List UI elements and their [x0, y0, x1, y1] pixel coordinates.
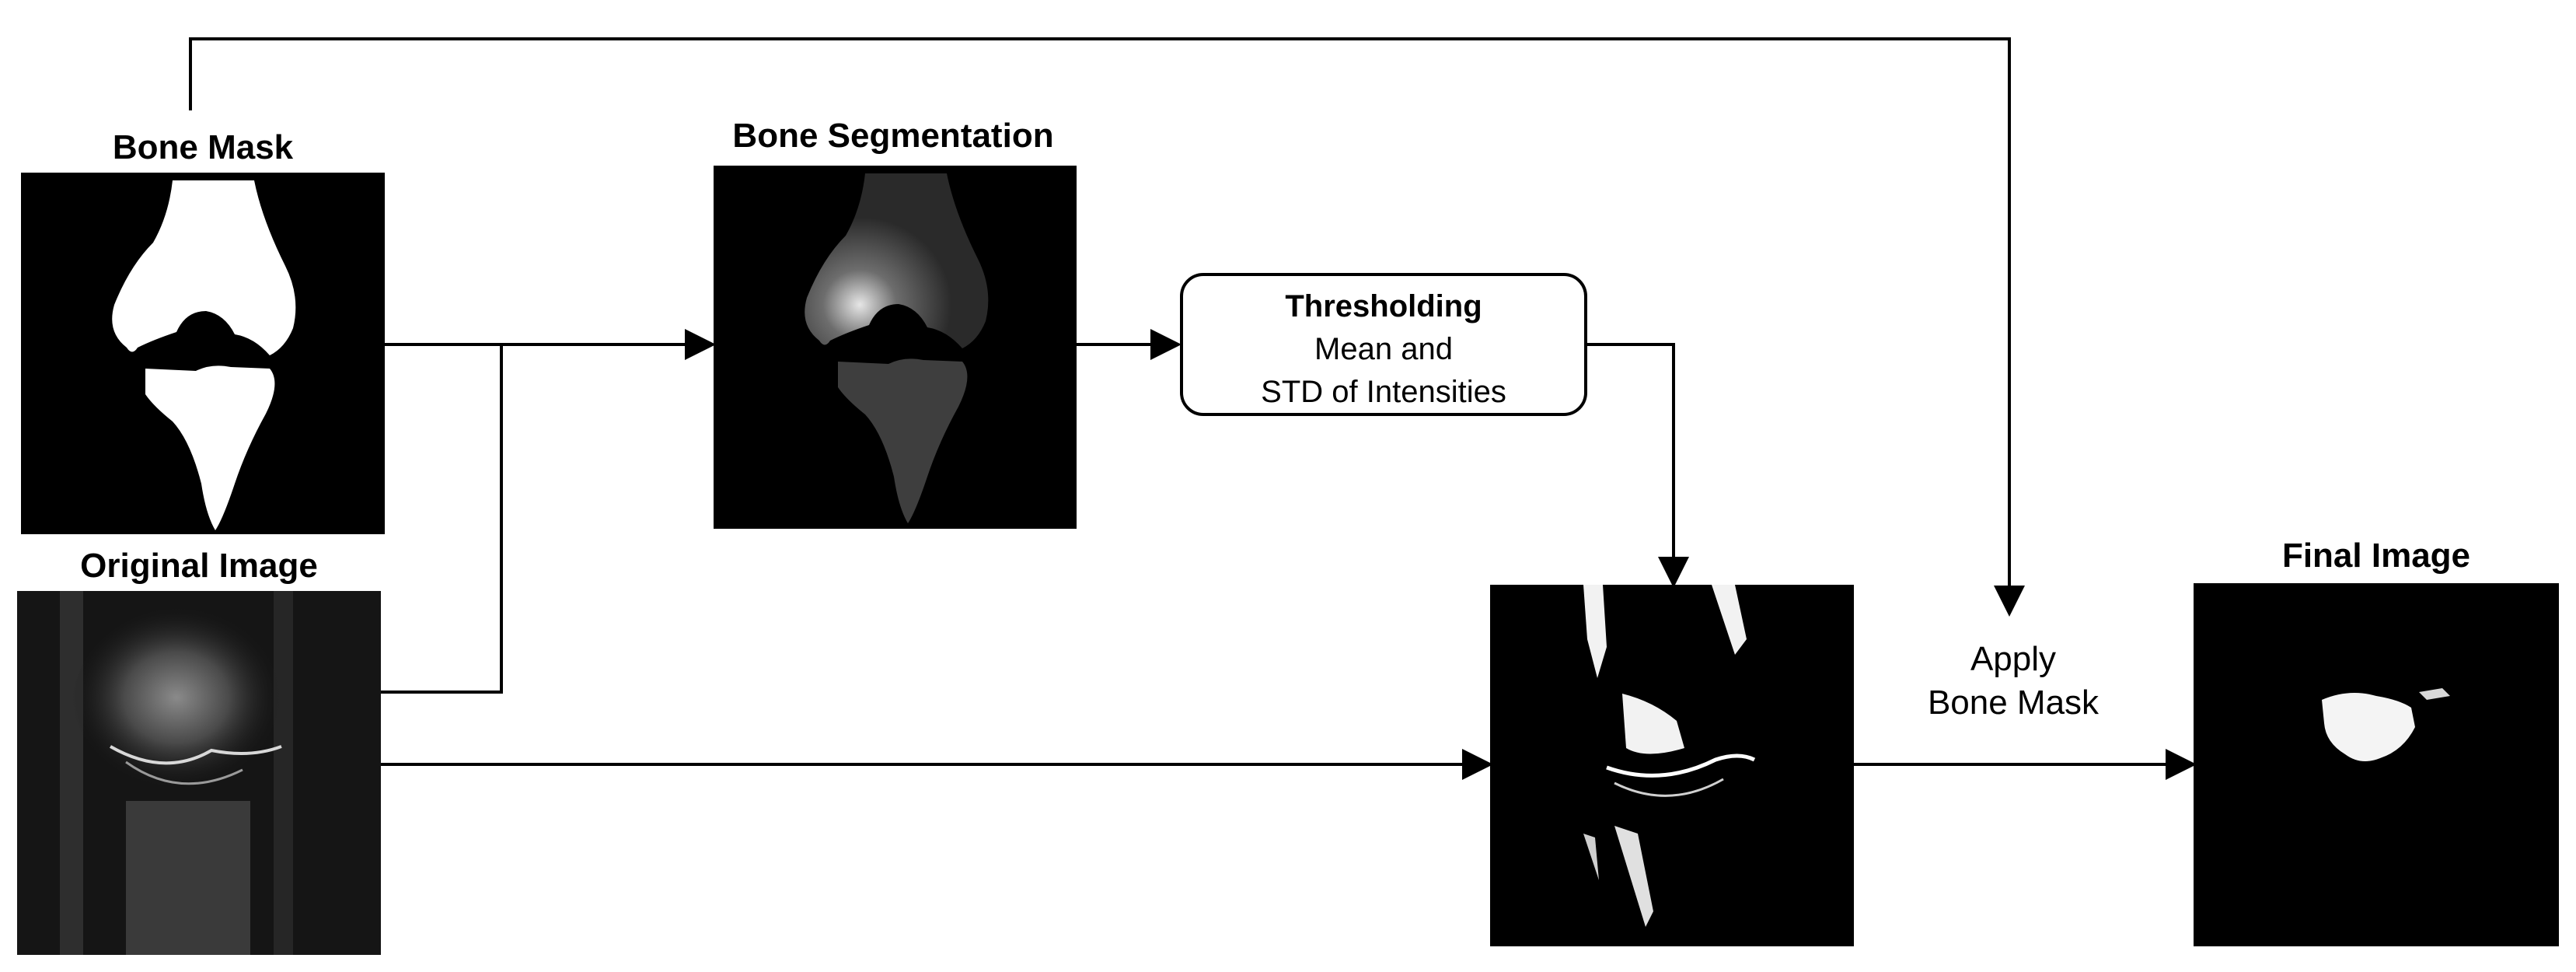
thresholding-title: Thresholding [1285, 289, 1482, 323]
original-image-label: Original Image [80, 547, 318, 585]
bone-segmentation-image [714, 166, 1077, 529]
apply-bone-mask-text: Apply Bone Mask [1889, 638, 2138, 725]
apply-line1: Apply [1970, 640, 2057, 678]
final-image [2194, 583, 2559, 946]
original-image [17, 591, 381, 955]
bone-mask-label: Bone Mask [112, 128, 294, 166]
apply-line2: Bone Mask [1927, 684, 2100, 722]
bone-mask-image [21, 173, 385, 534]
original-to-segmentation-line [381, 344, 503, 694]
bone-segmentation-label: Bone Segmentation [732, 117, 1054, 155]
thresholding-line1: Mean and [1314, 332, 1453, 366]
final-image-label: Final Image [2281, 537, 2471, 575]
thresholding-box: Thresholding Mean and STD of Intensities [1180, 273, 1587, 416]
thresholding-line2: STD of Intensities [1261, 375, 1506, 409]
mask-bypass-arrow [189, 37, 2025, 617]
thresholded-image [1490, 585, 1854, 946]
threshold-to-result-arrow [1587, 343, 1689, 588]
